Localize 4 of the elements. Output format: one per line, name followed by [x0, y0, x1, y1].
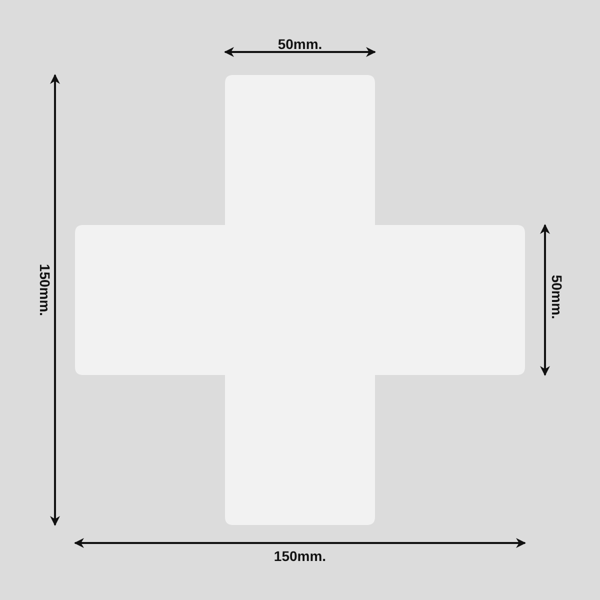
- dimension-label: 50mm.: [550, 274, 564, 320]
- dimension-label: 50mm.: [278, 37, 322, 51]
- dimension-label: 150mm.: [38, 264, 52, 316]
- dimension-label: 150mm.: [274, 549, 326, 563]
